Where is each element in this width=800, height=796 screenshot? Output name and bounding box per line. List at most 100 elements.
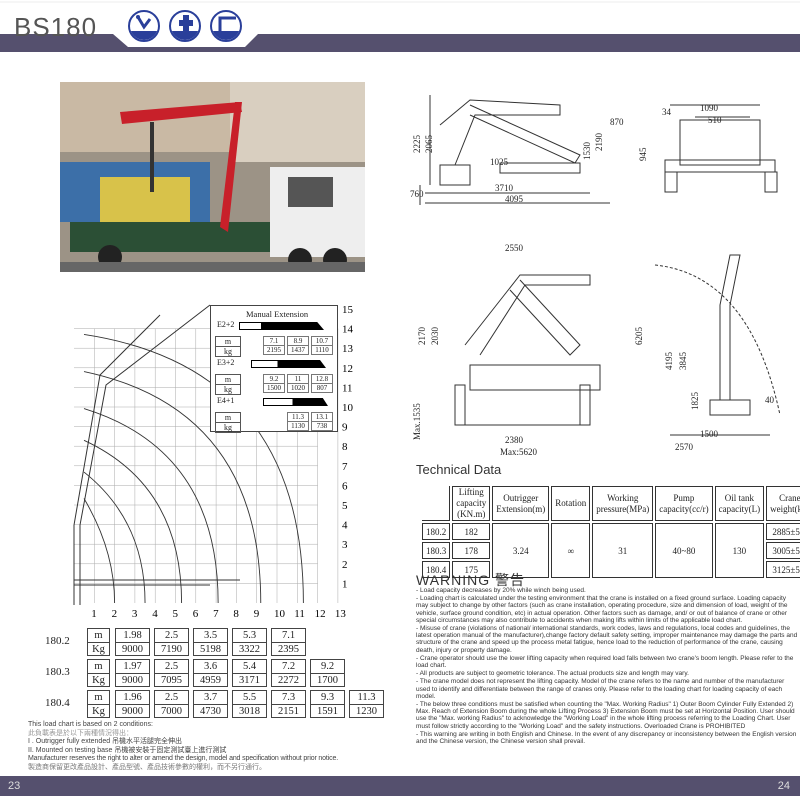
note-line: This load chart is based on 2 conditions… xyxy=(28,721,153,728)
y-tick-label: 1 xyxy=(342,578,348,590)
dim-1825: 1825 xyxy=(690,392,700,411)
cell-lift: 182 xyxy=(452,523,491,540)
extension-label: E3+2 xyxy=(217,358,235,367)
cell-lift: 175 xyxy=(452,561,491,578)
x-tick-label: 1 xyxy=(91,608,97,620)
page-number-right: 24 xyxy=(777,780,790,792)
y-tick-label: 10 xyxy=(342,402,354,414)
cell-weight: 3005±5% xyxy=(766,542,800,559)
page-number-left: 23 xyxy=(8,780,21,792)
x-tick-label: 2 xyxy=(112,608,118,620)
column-icon xyxy=(169,10,201,42)
load-table-model: 180.3 xyxy=(45,666,70,678)
dim-1500: 1500 xyxy=(700,429,719,439)
working-range-drawing: 2550 2170 2030 Max.1535 2380 Max:5620 62… xyxy=(412,243,781,457)
dim-2550: 2550 xyxy=(505,243,524,253)
col-rotation: Rotation xyxy=(551,486,591,521)
y-tick-label: 9 xyxy=(342,422,348,434)
cell-lift: 178 xyxy=(452,542,491,559)
dim-max-1535: Max.1535 xyxy=(412,403,422,440)
reach-curve xyxy=(83,371,262,604)
note-line: 製造商保留更改產品設計、產品型號、產品技術參數的權利，而不另行通行。 xyxy=(28,763,266,771)
dim-6205: 6205 xyxy=(634,327,644,346)
reach-curve xyxy=(83,498,116,604)
x-tick-label: 7 xyxy=(213,608,219,620)
warning-list: Load capacity decreases by 20% while win… xyxy=(416,587,798,746)
dim-3845: 3845 xyxy=(678,352,688,371)
y-tick-label: 4 xyxy=(342,520,348,532)
warning-item: Crane operator should use the lower lift… xyxy=(416,655,798,669)
boom-extension-icon xyxy=(239,322,324,330)
crane-truck-photo xyxy=(60,82,365,272)
extension-label: E4+1 xyxy=(217,396,235,405)
dim-945: 945 xyxy=(638,147,648,161)
col-crane-weight: Crane weight(kg) xyxy=(766,486,800,521)
y-tick-label: 5 xyxy=(342,500,348,512)
straight-boom-icon xyxy=(210,10,242,42)
x-tick-label: 5 xyxy=(173,608,179,620)
cell-model: 180.4 xyxy=(422,561,451,578)
reach-curve xyxy=(83,439,183,604)
cell-outrigger: 3.24 xyxy=(492,523,550,578)
warning-title: WARNING 警告 xyxy=(416,572,526,588)
dim-4195: 4195 xyxy=(664,352,674,371)
warning-item: All products are subject to geometric to… xyxy=(416,670,798,677)
note-line: Manufacturer reserves the right to alter… xyxy=(28,755,339,762)
col-lifting-capacity: Lifting capacity (KN.m) xyxy=(452,486,491,521)
dim-2170: 2170 xyxy=(417,327,427,346)
dim-760: 760 xyxy=(410,189,424,199)
cell-model: 180.2 xyxy=(422,523,451,540)
dim-2225: 2225 xyxy=(412,135,422,154)
dim-1530: 1530 xyxy=(582,142,592,161)
dim-4095: 4095 xyxy=(505,194,524,204)
col-oil-tank: Oil tank capacity(L) xyxy=(714,486,765,521)
dim-510: 510 xyxy=(708,115,722,125)
load-table-model: 180.4 xyxy=(45,697,70,709)
x-tick-label: 6 xyxy=(193,608,199,620)
x-tick-label: 10 xyxy=(274,608,286,620)
y-tick-label: 12 xyxy=(342,363,353,375)
boom-extension-icon xyxy=(263,398,328,406)
load-table-model: 180.2 xyxy=(45,635,70,647)
reach-curve xyxy=(83,408,219,604)
y-tick-label: 6 xyxy=(342,480,348,492)
dim-2030: 2030 xyxy=(430,327,440,346)
col-outrigger: Outrigger Extension(m) xyxy=(492,486,550,521)
manual-extension-title: Manual Extension xyxy=(246,309,309,319)
warning-item: Misuse of crane (violations of national/… xyxy=(416,625,798,654)
dim-2190: 2190 xyxy=(594,133,604,152)
y-tick-label: 8 xyxy=(342,441,348,453)
dim-3710: 3710 xyxy=(495,183,514,193)
dim-max-5620: Max:5620 xyxy=(500,447,537,457)
warning-item: Loading chart is calculated under the te… xyxy=(416,595,798,624)
cell-weight: 3125±5% xyxy=(766,561,800,578)
x-tick-label: 8 xyxy=(233,608,239,620)
